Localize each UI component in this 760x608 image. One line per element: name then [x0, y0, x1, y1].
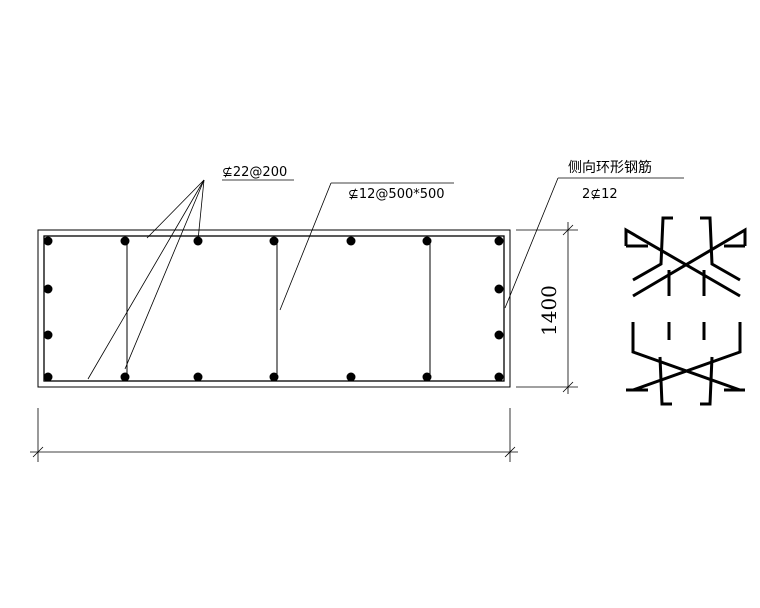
- rebar-dot: [346, 236, 356, 246]
- concrete-section-outline: [37, 229, 511, 388]
- rebar-dot: [43, 284, 53, 294]
- main-bar-leader: [87, 179, 294, 380]
- rebar-dot: [494, 330, 504, 340]
- rebar-dot: [43, 236, 53, 246]
- rebar-dots: [43, 236, 504, 382]
- rebar-dot: [422, 372, 432, 382]
- rebar-dot: [346, 372, 356, 382]
- rebar-dot: [422, 236, 432, 246]
- rebar-dot: [193, 236, 203, 246]
- side-ring-detail-upper: [624, 216, 747, 298]
- inner-stirrup: [43, 235, 505, 382]
- tie-bars: [126, 241, 431, 378]
- height-dimension: [516, 222, 578, 394]
- rebar-dot: [43, 372, 53, 382]
- main-bar-label: ⊈22@200: [222, 165, 287, 180]
- rebar-dot: [494, 236, 504, 246]
- side-ring-title: 侧向环形钢筋: [568, 159, 652, 176]
- rebar-dot: [494, 372, 504, 382]
- side-ring-spec: 2⊈12: [582, 187, 618, 202]
- rebar-dot: [269, 236, 279, 246]
- width-dimension: [30, 408, 518, 462]
- rebar-dot: [269, 372, 279, 382]
- rebar-dot: [43, 330, 53, 340]
- tie-bar-leader: [279, 182, 454, 311]
- rebar-dot: [193, 372, 203, 382]
- height-dimension-label: 1400: [537, 285, 561, 336]
- tie-bar-label: ⊈12@500*500: [348, 187, 445, 202]
- rebar-dot: [120, 372, 130, 382]
- side-ring-detail-lower: [626, 322, 745, 406]
- rebar-dot: [120, 236, 130, 246]
- rebar-dot: [494, 284, 504, 294]
- side-ring-leader: [504, 177, 684, 309]
